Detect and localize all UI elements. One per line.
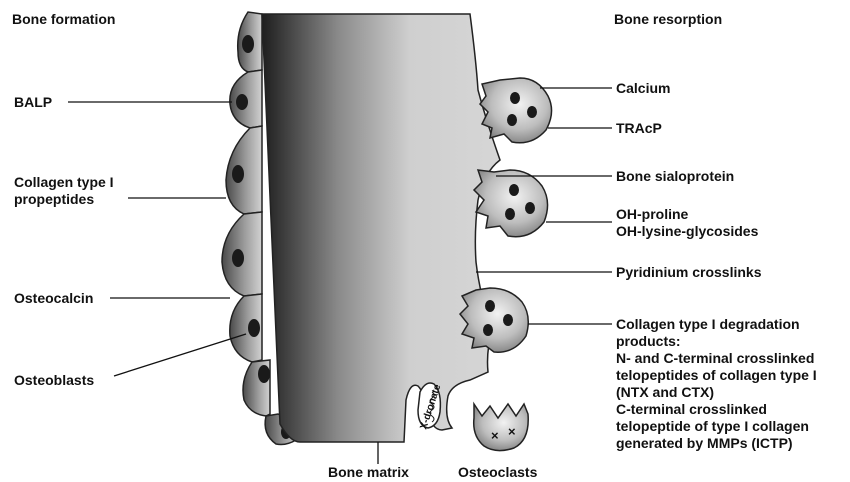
bone-sialoprotein-label: Bone sialoprotein: [616, 168, 734, 185]
pyridinium-crosslinks-label: Pyridinium crosslinks: [616, 264, 762, 281]
balp-label: BALP: [14, 94, 52, 111]
oh-proline-label: OH-proline OH-lysine-glycosides: [616, 206, 758, 240]
inactive-osteoclast: × ×: [474, 404, 529, 451]
osteoblast-nucleus: [236, 94, 248, 110]
svg-text:×: ×: [508, 424, 516, 439]
osteoblast-nucleus: [242, 35, 254, 53]
bone-formation-header: Bone formation: [12, 11, 115, 28]
osteoblast-nucleus: [258, 365, 270, 383]
svg-text:×: ×: [491, 428, 499, 443]
osteoblasts-line: [114, 334, 246, 376]
osteoclast-cell: [474, 170, 548, 237]
osteoblast-nucleus: [232, 249, 244, 267]
bone-resorption-header: Bone resorption: [614, 11, 722, 28]
osteocalcin-label: Osteocalcin: [14, 290, 93, 307]
osteoblast-cell: [226, 126, 262, 214]
bone-matrix: [262, 14, 500, 442]
collagen-degradation-label: Collagen type I degradation products: N-…: [616, 316, 817, 452]
osteoblast-nucleus: [248, 319, 260, 337]
collagen-propeptides-label: Collagen type I propeptides: [14, 174, 114, 208]
osteoblast-nucleus: [232, 165, 244, 183]
osteoblasts-label: Osteoblasts: [14, 372, 94, 389]
tracp-label: TRAcP: [616, 120, 662, 137]
calcium-label: Calcium: [616, 80, 670, 97]
bone-matrix-label: Bone matrix: [328, 464, 409, 481]
osteoclasts-label: Osteoclasts: [458, 464, 537, 481]
